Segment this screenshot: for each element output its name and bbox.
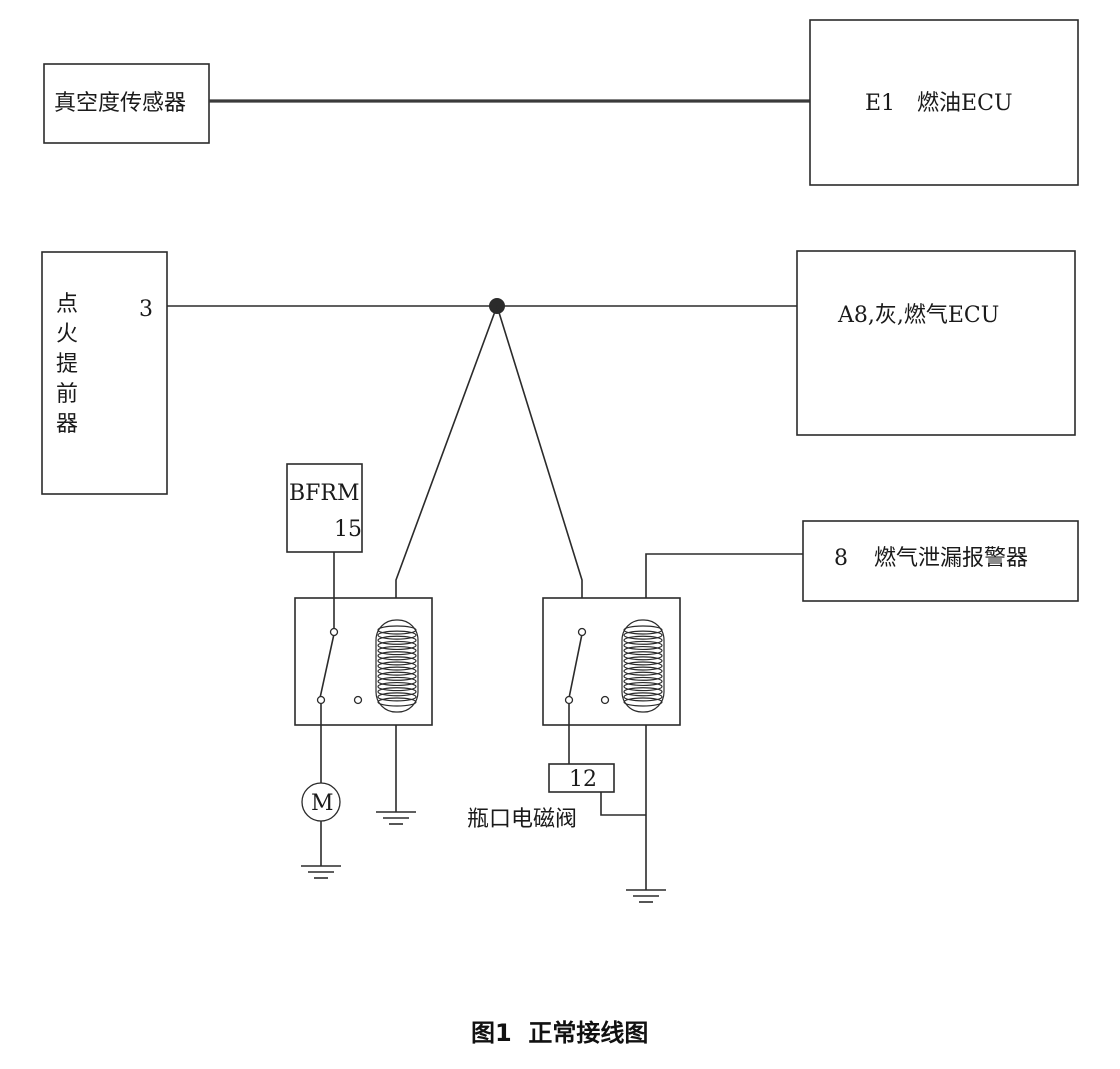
ignition-advancer-box: 3 点 火 提 前 器 [41, 251, 168, 495]
left-relay [294, 552, 433, 726]
valve-to-alarm-ground-wire [600, 792, 646, 816]
figure-caption: 图1 正常接线图 [471, 1019, 648, 1047]
right-relay [542, 597, 681, 726]
solenoid-valve-label: 瓶口电磁阀 [467, 807, 577, 832]
vacuum-sensor-box: 真空度传感器 [43, 63, 210, 144]
junction-to-left-coil-wire [395, 305, 498, 812]
ground-symbol-motor [301, 865, 341, 879]
ignition-advancer-char: 提 [56, 352, 78, 377]
vacuum-sensor-label: 真空度传感器 [54, 91, 186, 116]
ground-symbol-alarm [626, 889, 666, 903]
bfrm-name: BFRM [289, 481, 360, 506]
left-relay-spare-contact [353, 695, 363, 705]
left-relay-lower-contact [316, 695, 326, 705]
bfrm-pin: 15 [334, 517, 362, 542]
left-relay-upper-contact [329, 627, 339, 637]
ignition-advancer-char: 点 [56, 292, 78, 317]
right-relay-upper-contact [577, 627, 587, 637]
bfrm-box: BFRM 15 [286, 463, 363, 553]
alarm-to-ground-wire [645, 553, 803, 890]
solenoid-valve-box: 12 [548, 763, 615, 793]
ground-symbol-coil [376, 811, 416, 825]
right-relay-coil [621, 619, 665, 713]
solenoid-valve-pin: 12 [569, 767, 597, 792]
fuel-ecu-box: E1 燃油ECU [809, 19, 1079, 186]
fuel-ecu-label: E1 燃油ECU [865, 91, 1013, 116]
ignition-advancer-pin: 3 [139, 297, 153, 322]
gas-ecu-box: A8,灰,燃气ECU [796, 250, 1076, 436]
motor-symbol: M [311, 791, 334, 816]
right-relay-lower-contact [564, 695, 574, 705]
gas-ecu-label: A8,灰,燃气ECU [837, 303, 999, 328]
ignition-advancer-char: 火 [56, 322, 78, 347]
right-relay-spare-contact [600, 695, 610, 705]
gas-leak-alarm-pin: 8 [834, 546, 848, 571]
motor: M [301, 782, 341, 822]
ignition-advancer-char: 前 [56, 382, 78, 407]
gas-leak-alarm-box: 8 燃气泄漏报警器 [802, 520, 1079, 602]
gas-leak-alarm-label: 燃气泄漏报警器 [874, 546, 1028, 571]
ignition-advancer-char: 器 [56, 412, 78, 437]
junction-to-right-switch-wire [496, 305, 583, 630]
left-relay-coil [375, 619, 419, 713]
